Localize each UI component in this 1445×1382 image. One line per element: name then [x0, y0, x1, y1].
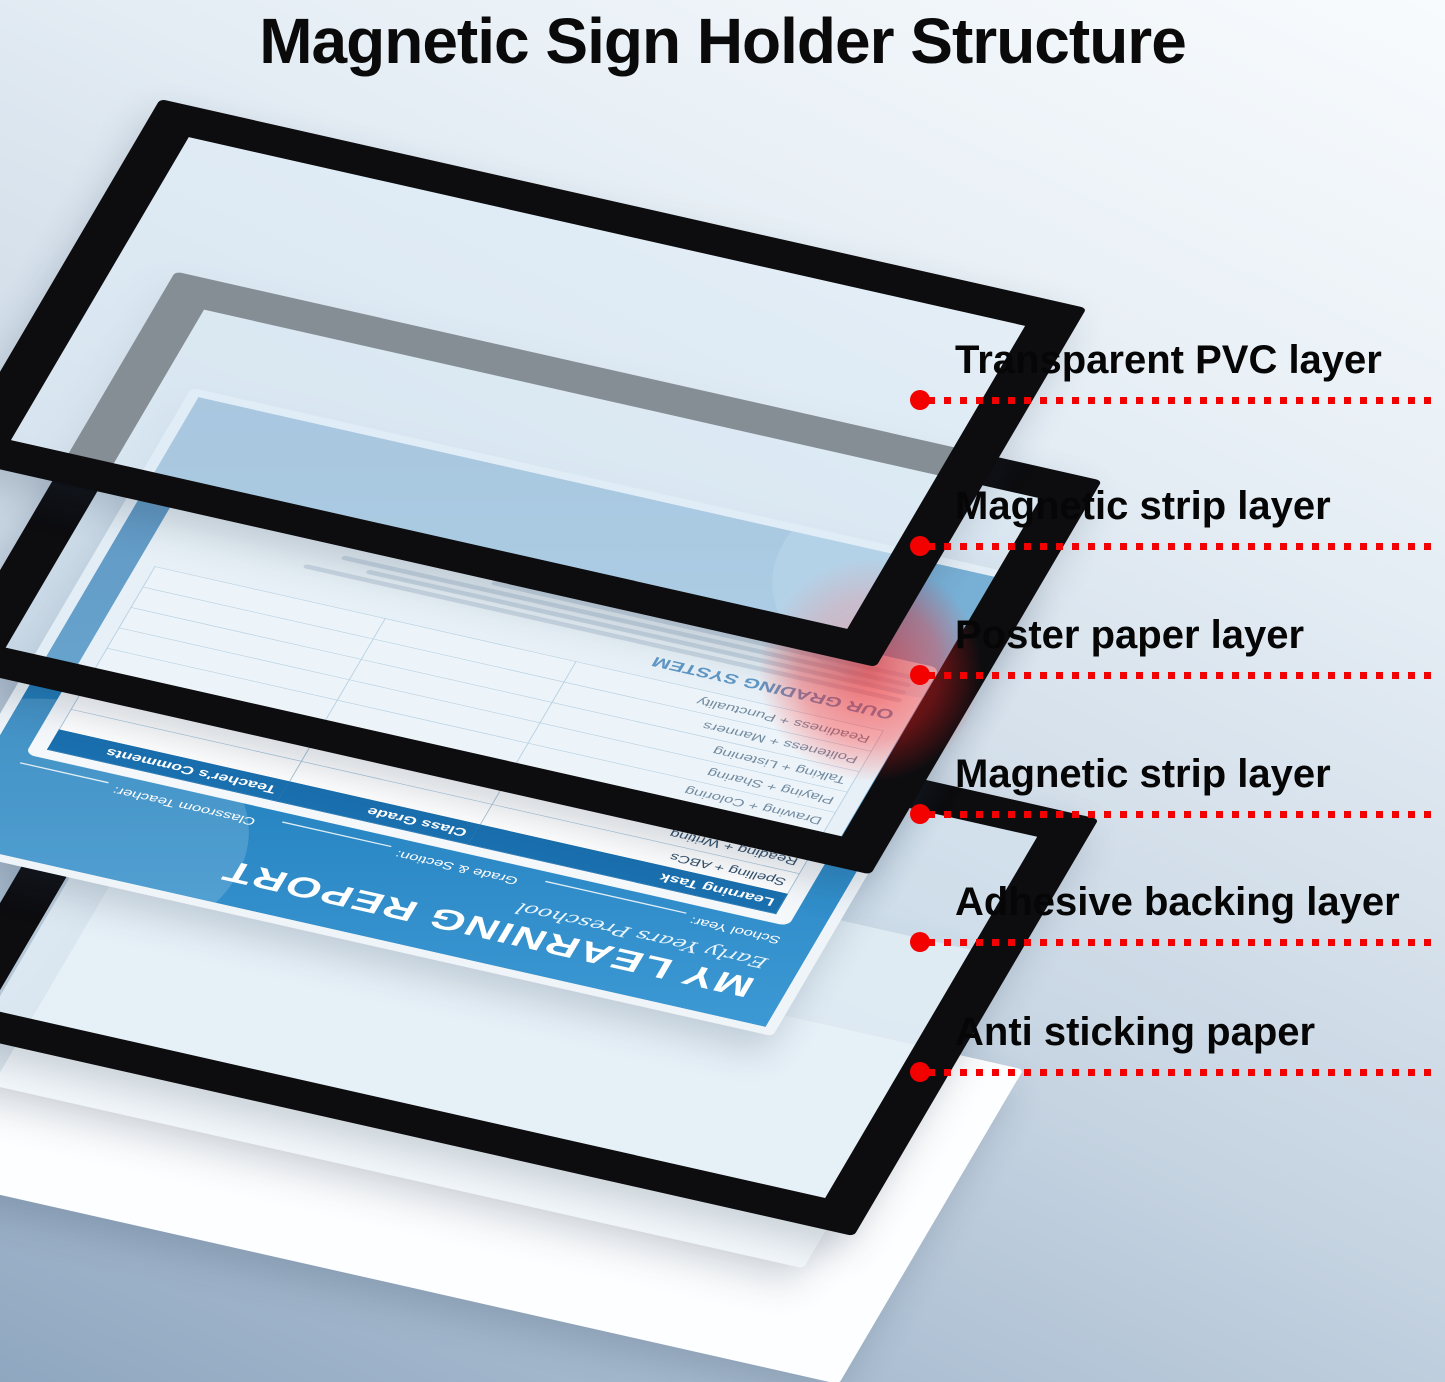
page-title: Magnetic Sign Holder Structure [259, 5, 1187, 77]
callout-label: Transparent PVC layer [955, 338, 1382, 382]
callout-magnetic-strip-top: Magnetic strip layer [910, 483, 1432, 556]
leader-dot [910, 390, 930, 410]
leader-line [910, 1062, 1432, 1082]
callout-poster-paper: Poster paper layer [910, 612, 1432, 685]
callout-label: Poster paper layer [955, 613, 1305, 657]
leader-dot [910, 932, 930, 952]
leader-line [910, 932, 1432, 952]
leader-line [910, 665, 1432, 685]
leader-line [910, 536, 1432, 556]
leader-line [910, 804, 1432, 824]
callout-label: Anti sticking paper [955, 1010, 1316, 1054]
callout-label: Magnetic strip layer [955, 752, 1331, 796]
callout-adhesive-backing: Adhesive backing layer [910, 879, 1432, 952]
callout-anti-sticking-paper: Anti sticking paper [910, 1009, 1432, 1082]
leader-line [910, 390, 1432, 410]
leader-dot [910, 665, 930, 685]
callout-magnetic-strip-bottom: Magnetic strip layer [910, 751, 1432, 824]
callout-label: Adhesive backing layer [955, 880, 1400, 924]
leader-dot [910, 1062, 930, 1082]
leader-dot [910, 536, 930, 556]
leader-dot [910, 804, 930, 824]
callout-label: Magnetic strip layer [955, 484, 1331, 528]
callout-transparent-pvc: Transparent PVC layer [910, 337, 1432, 410]
